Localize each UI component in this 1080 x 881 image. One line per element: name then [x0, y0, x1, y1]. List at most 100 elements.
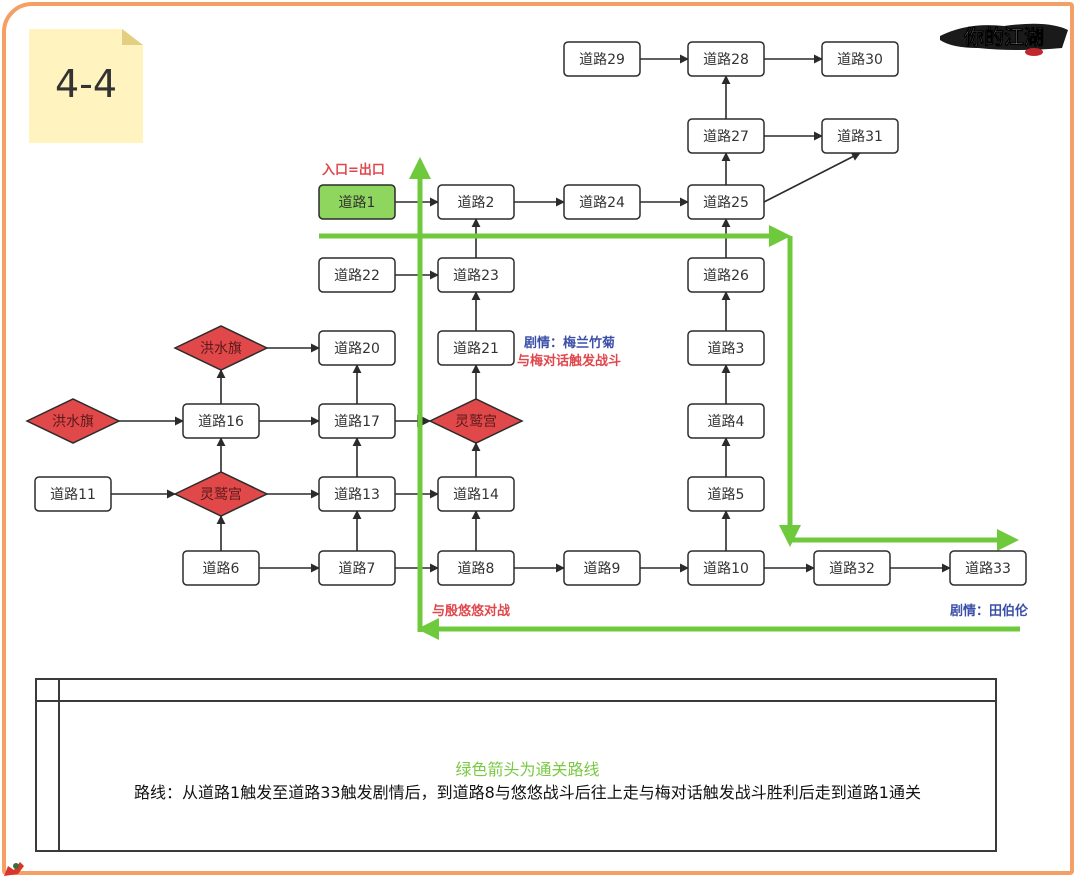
road-node: 道路26	[687, 257, 765, 293]
node-box	[821, 41, 899, 77]
node-label: 道路23	[453, 268, 499, 284]
road-node: 道路8	[437, 550, 515, 586]
fight-yin-label: 与殷悠悠对战	[432, 604, 511, 619]
node-box	[437, 257, 515, 293]
road-node: 道路28	[687, 41, 765, 77]
node-label: 道路17	[334, 414, 380, 430]
road-node: 道路23	[437, 257, 515, 293]
node-box	[182, 403, 260, 439]
node-box	[949, 550, 1027, 586]
node-label: 道路10	[703, 561, 749, 577]
road-node: 道路11	[34, 476, 112, 512]
node-box	[437, 550, 515, 586]
node-box	[318, 403, 396, 439]
node-label: 灵鹫宫	[455, 414, 497, 430]
node-box	[437, 476, 515, 512]
level-note	[29, 29, 143, 143]
road-node: 道路3	[687, 330, 765, 366]
game-logo-icon: 你的江湖	[940, 23, 1068, 56]
node-label: 道路2	[458, 195, 495, 211]
road-node: 道路32	[813, 550, 891, 586]
table-index-column	[58, 680, 60, 850]
road-node: 道路9	[563, 550, 641, 586]
road-node: 道路14	[437, 476, 515, 512]
node-label: 道路6	[203, 561, 240, 577]
road-node: 道路21	[437, 330, 515, 366]
node-label: 道路20	[334, 341, 380, 357]
node-box	[813, 550, 891, 586]
decision-node: 洪水旗	[173, 325, 269, 371]
node-box	[563, 184, 641, 220]
node-box	[318, 257, 396, 293]
road-node: 道路1	[318, 184, 396, 220]
road-node: 道路24	[563, 184, 641, 220]
road-node: 道路10	[687, 550, 765, 586]
node-label: 道路11	[50, 487, 96, 503]
node-box	[318, 476, 396, 512]
table-header-row	[37, 680, 995, 702]
route-table: 绿色箭头为通关路线 路线：从道路1触发至道路33触发剧情后，到道路8与悠悠战斗后…	[35, 678, 997, 852]
node-box	[821, 118, 899, 154]
road-node: 道路30	[821, 41, 899, 77]
road-node: 道路4	[687, 403, 765, 439]
node-box	[687, 403, 765, 439]
road-node: 道路22	[318, 257, 396, 293]
mascot-icon	[4, 862, 24, 876]
node-label: 道路24	[579, 195, 625, 211]
decision-node: 洪水旗	[25, 398, 121, 444]
node-box	[318, 184, 396, 220]
node-box	[687, 118, 765, 154]
node-label: 道路32	[829, 561, 875, 577]
road-node: 道路29	[563, 41, 641, 77]
node-label: 道路13	[334, 487, 380, 503]
plot-meilan-label: 剧情：梅兰竹菊	[524, 336, 616, 351]
node-label: 道路5	[708, 487, 745, 503]
node-label: 道路4	[708, 414, 745, 430]
road-node: 道路16	[182, 403, 260, 439]
node-box	[563, 41, 641, 77]
route-arrows-layer	[319, 157, 1020, 640]
node-label: 道路27	[703, 129, 749, 145]
node-label: 道路22	[334, 268, 380, 284]
node-label: 道路31	[837, 129, 883, 145]
node-label: 道路7	[339, 561, 376, 577]
road-node: 道路27	[687, 118, 765, 154]
entrance-label: 入口=出口	[322, 163, 385, 178]
road-node: 道路2	[437, 184, 515, 220]
node-box	[318, 330, 396, 366]
node-box	[687, 476, 765, 512]
diamond-shape	[428, 398, 524, 444]
fight-mei-label: 与梅对话触发战斗	[517, 354, 622, 369]
diamond-shape	[173, 325, 269, 371]
node-box	[687, 41, 765, 77]
road-node: 道路7	[318, 550, 396, 586]
decision-node: 灵鹫宫	[173, 471, 269, 517]
node-label: 道路8	[458, 561, 495, 577]
node-label: 道路28	[703, 52, 749, 68]
node-label: 道路25	[703, 195, 749, 211]
road-node: 道路13	[318, 476, 396, 512]
node-label: 道路29	[579, 52, 625, 68]
road-node: 道路25	[687, 184, 765, 220]
node-label: 道路9	[584, 561, 621, 577]
road-node: 道路31	[821, 118, 899, 154]
node-box	[318, 550, 396, 586]
diamond-shape	[173, 471, 269, 517]
edges-layer	[111, 54, 951, 573]
logo-text: 你的江湖	[963, 25, 1044, 49]
node-label: 道路14	[453, 487, 499, 503]
node-label: 道路33	[965, 561, 1011, 577]
node-label: 道路16	[198, 414, 244, 430]
nodes-layer: 道路29 道路28 道路30 道路27 道路31 道路1 道路2 道路24 道路25 道路22 道路…	[25, 41, 1027, 586]
node-box	[563, 550, 641, 586]
road-node: 道路17	[318, 403, 396, 439]
road-node: 道路5	[687, 476, 765, 512]
node-label: 道路26	[703, 268, 749, 284]
node-box	[34, 476, 112, 512]
route-description: 路线：从道路1触发至道路33触发剧情后，到道路8与悠悠战斗后往上走与梅对话触发战…	[134, 783, 921, 802]
diamond-shape	[25, 398, 121, 444]
node-box	[687, 550, 765, 586]
legend-text: 绿色箭头为通关路线	[455, 760, 600, 779]
